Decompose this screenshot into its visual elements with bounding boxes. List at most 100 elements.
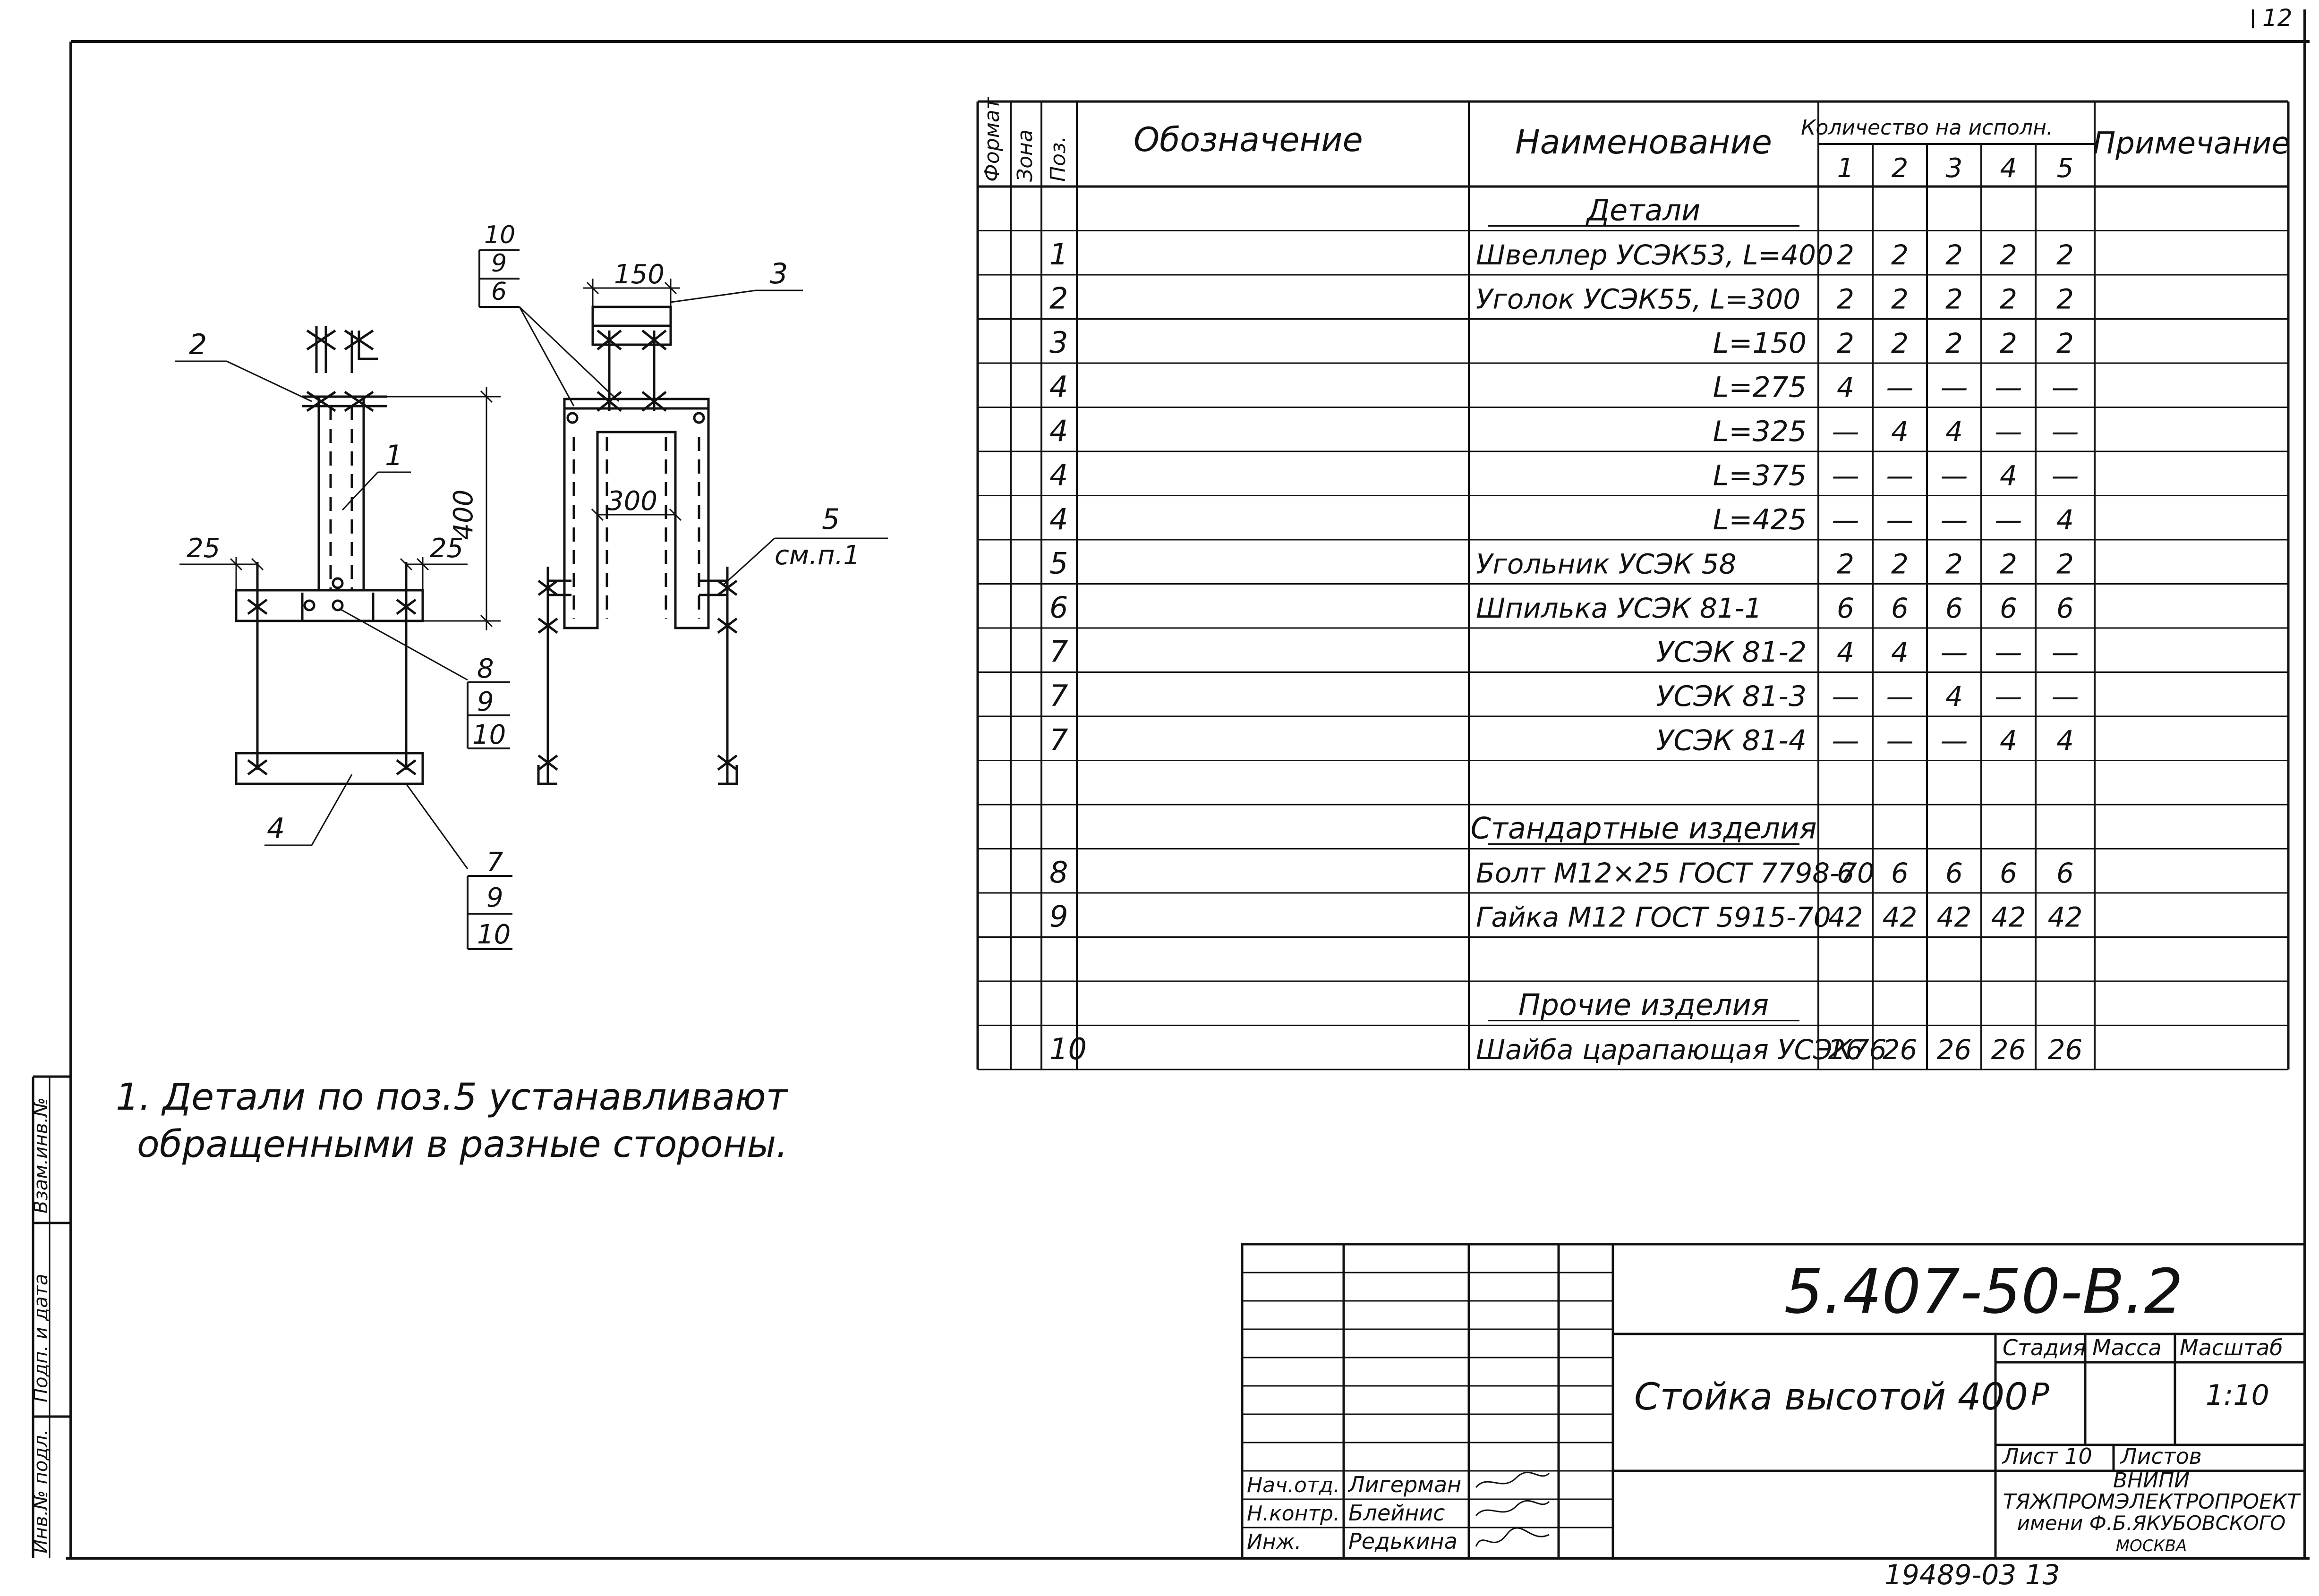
spec-row-qty: 2 [1945, 239, 1963, 271]
spec-row-name: L=375 [1713, 459, 1807, 492]
dim-25-right: 25 [430, 533, 463, 564]
stamp-vzam-inv: Взам.инв.№ [30, 1097, 52, 1214]
header-qty-group: Количество на исполн. [1801, 116, 2053, 140]
header-designation: Обозначение [1134, 120, 1363, 159]
side-view-leaders [519, 289, 888, 586]
dim-400: 400 [448, 490, 479, 540]
spec-row-pos: 4 [1049, 502, 1068, 536]
spec-row-qty: 2 [1891, 283, 1909, 315]
spec-row-pos: 7 [1049, 635, 1068, 669]
side-view [537, 306, 738, 785]
spec-row-qty: 2 [2000, 327, 2017, 359]
spec-row-qty: 42 [1883, 901, 1918, 934]
spec-row-name: Болт М12×25 ГОСТ 7798-70 [1476, 857, 1875, 889]
spec-row-qty: 2 [1891, 327, 1909, 359]
spec-row-qty: 2 [1837, 548, 1854, 580]
spec-row-pos: 9 [1049, 900, 1068, 934]
spec-row-qty: 6 [1837, 857, 1854, 889]
spec-row-pos: 4 [1049, 370, 1068, 404]
stack-8-9-10: 8 9 10 [467, 654, 510, 750]
spec-row-qty: — [1995, 680, 2022, 713]
spec-row-qty: — [2052, 416, 2079, 448]
spec-row-qty: — [1886, 460, 1914, 492]
spec-row-qty: 2 [2000, 283, 2017, 315]
spec-row-qty: 26 [1937, 1034, 1972, 1066]
spec-row-qty: — [1995, 416, 2022, 448]
leader-4: 4 [267, 812, 285, 845]
spec-row-qty: 2 [2056, 283, 2074, 315]
document-code: 5.407-50-В.2 [1784, 1256, 2183, 1327]
spec-row-qty: — [1941, 372, 1968, 404]
spec-row-name: L=425 [1713, 503, 1807, 536]
spec-row-qty: 26 [1828, 1034, 1863, 1066]
spec-row-qty: — [1995, 504, 2022, 536]
spec-row-qty: 4 [2056, 504, 2074, 536]
spec-row-name: Шайба царапающая УСЭК76 [1476, 1034, 1887, 1066]
stage-value: Р [2031, 1377, 2049, 1412]
spec-section-title: Стандартные изделия [1470, 811, 1816, 846]
front-view-dimensions [179, 387, 501, 630]
stack-10b: 10 [477, 919, 511, 950]
spec-row-qty: — [2052, 680, 2079, 713]
spec-row-qty: 4 [2056, 725, 2074, 757]
side-stamp: Инв.№ подл. Подп. и дата Взам.инв.№ [30, 1075, 71, 1558]
spec-row-qty: — [1941, 504, 1968, 536]
spec-row-name: Уголок УСЭК55, L=300 [1476, 283, 1800, 315]
stack-7: 7 [486, 847, 503, 878]
spec-row-pos: 3 [1049, 325, 1068, 360]
spec-row-qty: — [1941, 637, 1968, 669]
spec-row-qty: 26 [1991, 1034, 2026, 1066]
spec-row-qty: 4 [1891, 416, 1909, 448]
spec-row-qty: — [1886, 680, 1914, 713]
spec-row-qty: 42 [2048, 901, 2083, 934]
spec-row-qty: — [2052, 637, 2079, 669]
stack-7-9-10: 7 9 10 [467, 847, 512, 950]
org-line-2: ТЯЖПРОМЭЛЕКТРОПРОЕКТ [2003, 1490, 2301, 1514]
stack-top-10: 10 [484, 221, 515, 249]
spec-row-qty: 2 [1837, 327, 1854, 359]
spec-row-name: УСЭК 81-2 [1656, 636, 1807, 669]
spec-row-qty: — [1832, 504, 1859, 536]
spec-row-qty: 2 [2000, 239, 2017, 271]
spec-row-name: УСЭК 81-4 [1656, 724, 1807, 757]
sheet-label: Лист 10 [2002, 1443, 2092, 1469]
spec-row-qty: 6 [2000, 857, 2017, 889]
dim-150: 150 [614, 259, 665, 290]
spec-row-pos: 4 [1049, 458, 1068, 492]
spec-row-pos: 7 [1049, 723, 1068, 757]
spec-row-qty: — [1941, 725, 1968, 757]
spec-row-qty: — [1886, 372, 1914, 404]
spec-row-qty: 2 [1945, 327, 1963, 359]
spec-row-qty: 4 [1837, 637, 1854, 669]
spec-row-qty: 2 [2056, 327, 2074, 359]
spec-row-qty: 42 [1937, 901, 1972, 934]
spec-row-qty: — [1832, 460, 1859, 492]
spec-row-qty: 4 [1891, 637, 1909, 669]
spec-row-name: Шпилька УСЭК 81-1 [1476, 592, 1762, 624]
spec-row-qty: — [1832, 680, 1859, 713]
spec-row-name: L=150 [1713, 327, 1807, 360]
spec-row-qty: 2 [1837, 239, 1854, 271]
spec-section-title: Прочие изделия [1518, 988, 1769, 1022]
spec-row-name: L=275 [1713, 371, 1807, 404]
spec-row-qty: 2 [1837, 283, 1854, 315]
spec-row-qty: 4 [1945, 416, 1963, 448]
spec-row-qty: 2 [2056, 239, 2074, 271]
spec-row-qty: — [1886, 504, 1914, 536]
spec-row-qty: 6 [2056, 592, 2074, 624]
leader-2: 2 [189, 328, 207, 361]
stack-top-9: 9 [491, 249, 507, 278]
note-line-1: 1. Детали по поз.5 устанавливают [116, 1076, 789, 1119]
spec-row-qty: — [1832, 416, 1859, 448]
front-view [235, 326, 424, 785]
header-qty-col: 4 [2000, 153, 2017, 184]
spec-row-qty: 26 [1883, 1034, 1918, 1066]
header-format: Формат [980, 97, 1004, 182]
stack-top-6: 6 [491, 278, 507, 306]
spec-row-pos: 1 [1049, 237, 1068, 272]
header-pos: Поз. [1046, 136, 1070, 182]
header-qty-col: 3 [1946, 153, 1963, 184]
sign-role-2: Н.контр. [1247, 1502, 1340, 1526]
spec-row-qty: — [1941, 460, 1968, 492]
header-name: Наименование [1515, 123, 1772, 161]
